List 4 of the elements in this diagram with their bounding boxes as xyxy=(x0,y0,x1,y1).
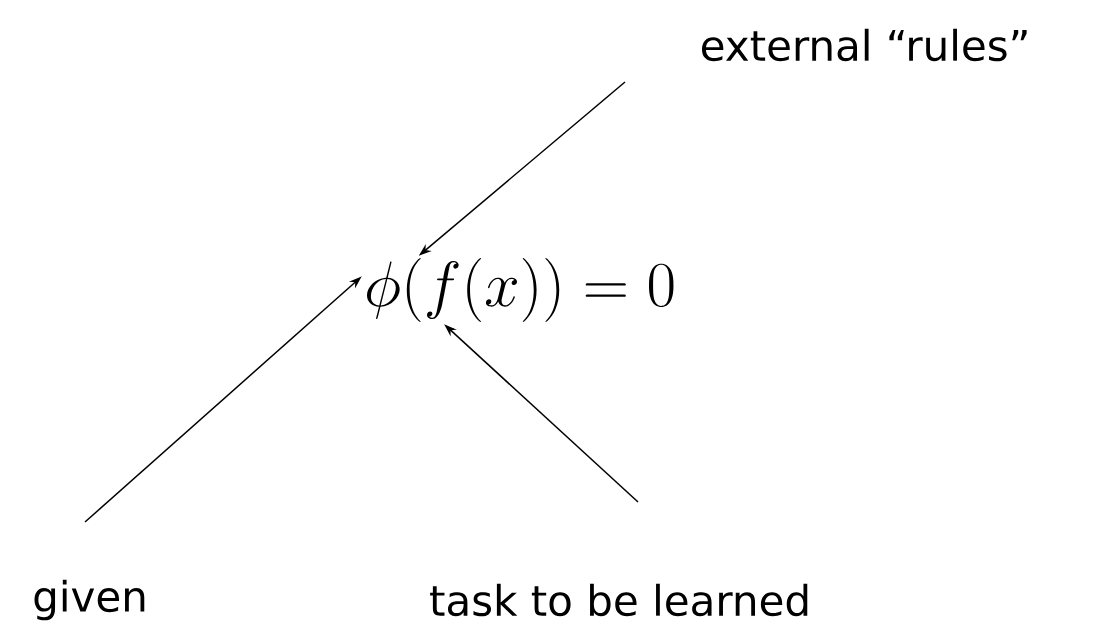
label-text: given xyxy=(34,579,145,621)
label-text: task to be learned xyxy=(430,583,808,617)
label-text: external “rules” xyxy=(702,28,1027,62)
formula: $\phi(f(x)) = 0$ xyxy=(367,258,674,322)
